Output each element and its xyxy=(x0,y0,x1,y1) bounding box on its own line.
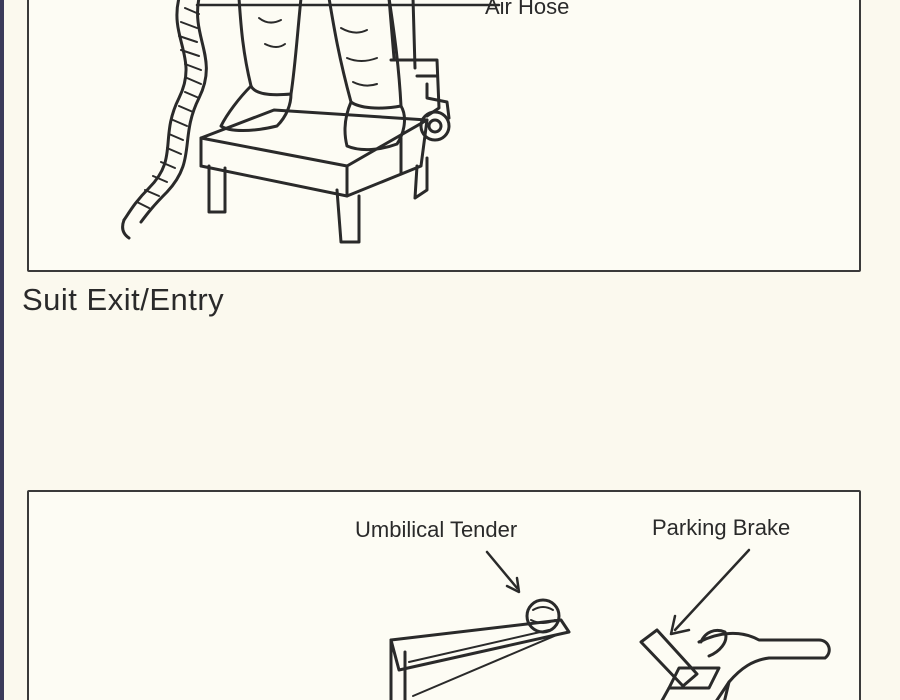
dolly-illustration xyxy=(389,548,831,700)
suit-entry-illustration xyxy=(121,0,501,244)
callout-air-hose: Air Hose xyxy=(485,0,570,19)
suit-right-leg xyxy=(327,0,403,110)
figure-caption: Suit Exit/Entry xyxy=(22,282,225,317)
umbilical-tender-knob xyxy=(525,598,561,634)
callout-parking-brake: Parking Brake xyxy=(652,515,791,540)
step-stool xyxy=(199,108,429,198)
callout-umbilical-tender: Umbilical Tender xyxy=(355,517,518,542)
air-hose-coil xyxy=(122,0,188,222)
parking-brake-leader xyxy=(673,548,751,632)
suit-left-leg xyxy=(237,0,303,97)
figure-suit-exit-entry xyxy=(27,0,861,272)
figure-dolly-controls xyxy=(27,490,861,700)
umbilical-leader xyxy=(485,550,519,590)
dolly-handle xyxy=(697,631,831,700)
parking-brake-lever xyxy=(639,628,699,688)
page-margin-rule xyxy=(0,0,4,700)
